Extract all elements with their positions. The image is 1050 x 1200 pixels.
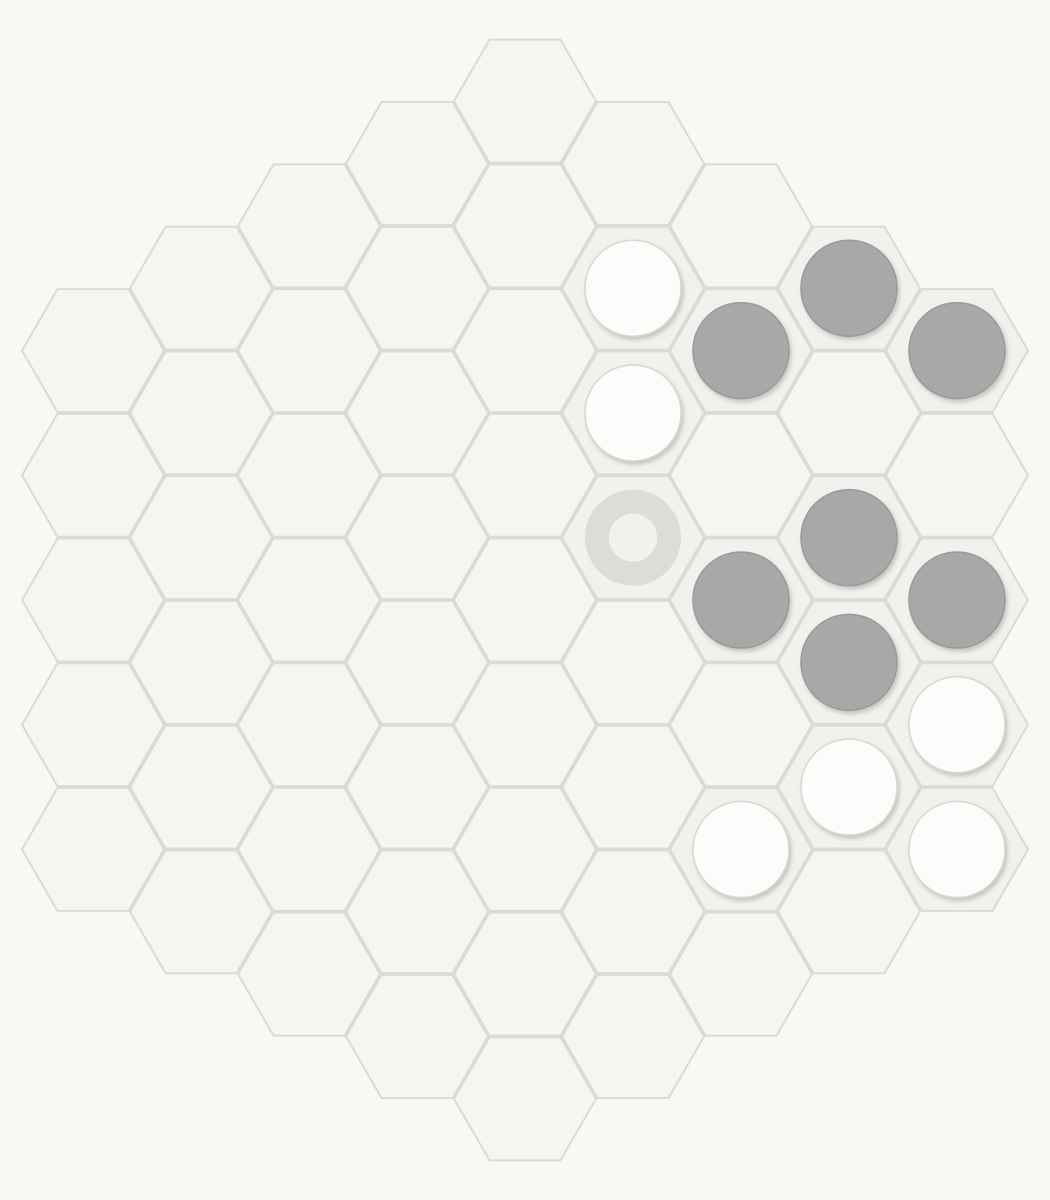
black-stone [800, 239, 898, 337]
board-cell[interactable] [128, 350, 274, 476]
board-cell[interactable] [452, 911, 598, 1037]
board-cell[interactable] [344, 101, 490, 227]
board-cell[interactable] [344, 350, 490, 476]
board-cell[interactable] [560, 101, 706, 227]
white-stone-disc [692, 800, 790, 899]
board-cell[interactable] [344, 973, 490, 1099]
board-cell[interactable] [776, 350, 922, 476]
black-stone-disc [908, 551, 1006, 649]
marker-ring [585, 489, 681, 586]
board-cell[interactable] [236, 662, 382, 788]
board-cell[interactable] [668, 662, 814, 788]
board-cell[interactable] [20, 537, 166, 663]
board-cell[interactable] [560, 724, 706, 850]
board-cell[interactable] [668, 412, 814, 538]
white-stone [800, 738, 898, 836]
board-cell[interactable] [344, 475, 490, 601]
last-move-marker [585, 489, 681, 586]
white-stone-disc [584, 239, 682, 337]
board-cell[interactable] [560, 849, 706, 975]
board-cell[interactable] [128, 849, 274, 975]
board-cell[interactable] [128, 225, 274, 351]
board-cell[interactable] [344, 599, 490, 725]
black-stone-disc [800, 613, 898, 712]
board-cell[interactable] [344, 225, 490, 351]
board-cell[interactable] [452, 786, 598, 912]
black-stone [692, 301, 790, 400]
board-cell[interactable] [236, 786, 382, 912]
board-cell[interactable] [668, 163, 814, 289]
white-stone [908, 800, 1006, 899]
board-cell[interactable] [236, 163, 382, 289]
board-cell[interactable] [452, 662, 598, 788]
board-cell[interactable] [20, 662, 166, 788]
black-stone-disc [908, 301, 1006, 400]
board-cell[interactable] [128, 475, 274, 601]
black-stone [800, 488, 898, 587]
board-cell[interactable] [236, 412, 382, 538]
board-cell[interactable] [560, 599, 706, 725]
board-cell[interactable] [20, 288, 166, 414]
board-cell[interactable] [128, 724, 274, 850]
black-stone-disc [692, 551, 790, 649]
black-stone-disc [800, 488, 898, 587]
black-stone [908, 551, 1006, 649]
board-cell[interactable] [452, 1036, 598, 1162]
board-cell[interactable] [236, 288, 382, 414]
white-stone-disc [800, 738, 898, 836]
white-stone [908, 675, 1006, 774]
pieces-layer [584, 239, 1006, 899]
board-cell[interactable] [20, 786, 166, 912]
black-stone [692, 551, 790, 649]
board-cell[interactable] [452, 288, 598, 414]
board-cell[interactable] [452, 163, 598, 289]
board-cell[interactable] [344, 849, 490, 975]
white-stone-disc [908, 800, 1006, 899]
white-stone [584, 364, 682, 462]
board-cell[interactable] [560, 973, 706, 1099]
black-stone-disc [800, 239, 898, 337]
white-stone-disc [584, 364, 682, 462]
black-stone-disc [692, 301, 790, 400]
board-cell[interactable] [452, 38, 598, 164]
black-stone [908, 301, 1006, 400]
white-stone [584, 239, 682, 337]
black-stone [800, 613, 898, 712]
board-cell[interactable] [20, 412, 166, 538]
board-cell[interactable] [128, 599, 274, 725]
board-cell[interactable] [236, 911, 382, 1037]
board-cell[interactable] [884, 412, 1030, 538]
board-cell[interactable] [452, 412, 598, 538]
board-cell[interactable] [776, 849, 922, 975]
board-cell[interactable] [668, 911, 814, 1037]
board-cell[interactable] [452, 537, 598, 663]
white-stone [692, 800, 790, 899]
cells-layer [20, 38, 1030, 1162]
board-cell[interactable] [344, 724, 490, 850]
board-cell[interactable] [236, 537, 382, 663]
white-stone-disc [908, 675, 1006, 774]
